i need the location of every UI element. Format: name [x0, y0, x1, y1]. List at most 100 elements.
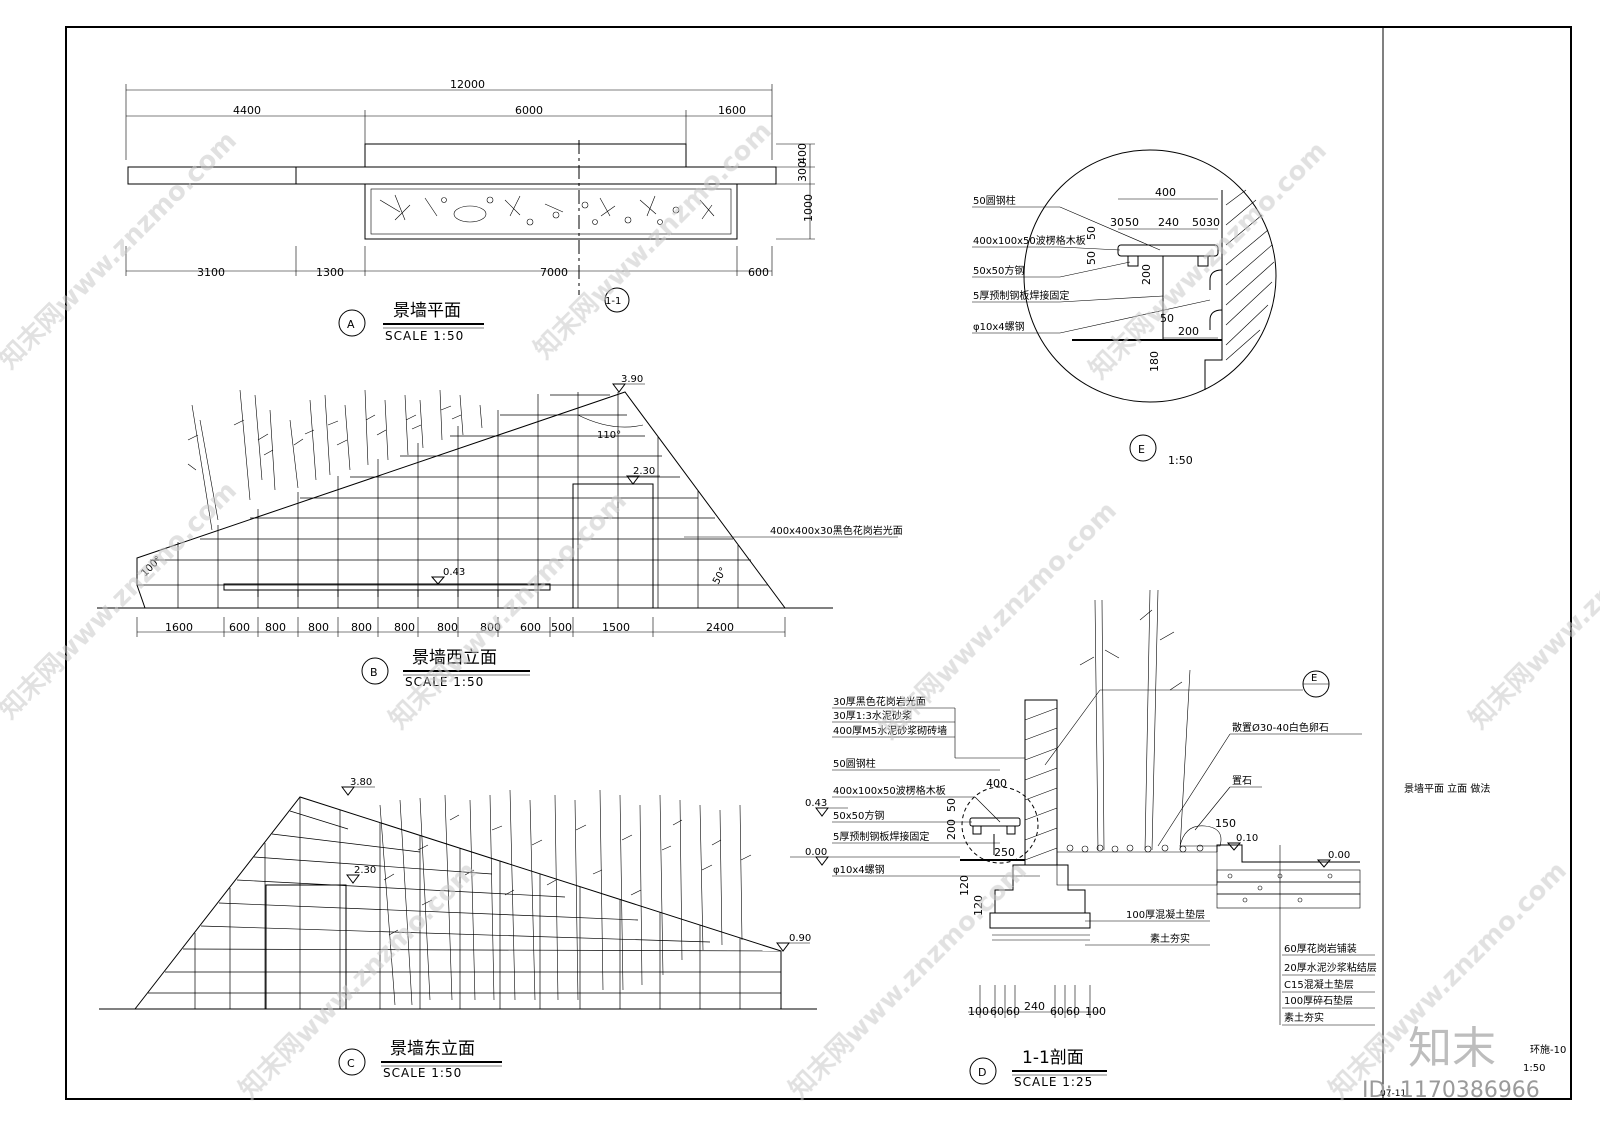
section-d-level: 0.00 [805, 847, 827, 858]
elevation-b-bamboo [187, 389, 483, 531]
plan-a-section-mark: 1-1 [605, 296, 621, 307]
section-d-pave-label: C15混凝土垫层 [1284, 978, 1354, 991]
section-d-left-label: 400x100x50波楞格木板 [833, 784, 946, 797]
watermark-brand: 知末 [1408, 1023, 1496, 1074]
elevation-b-dim: 600 [520, 621, 541, 634]
section-d-dim: 60 [1050, 1005, 1064, 1018]
detail-e-dim: 200 [1140, 264, 1153, 285]
section-d-dim: 120 [958, 875, 971, 896]
elevation-c-view: 3.80 2.30 0.90 C 景墙东立面 SCALE 1:50 [99, 777, 817, 1080]
section-d-dim: 50 [945, 798, 958, 812]
elevation-b-level: 2.30 [633, 466, 655, 477]
watermark-text: 知末网www.znzmo.com [0, 126, 243, 375]
watermark-text: 知末网www.znzmo.com [1084, 136, 1333, 385]
section-d-dim: 60 [1006, 1005, 1020, 1018]
plan-a-dim-bottom: 1300 [316, 266, 344, 279]
elevation-c-level: 0.90 [789, 933, 811, 944]
section-d-left-label: 5厚预制钢板焊接固定 [833, 830, 929, 843]
section-d-dim: 400 [986, 777, 1007, 790]
section-d-dim: 60 [1066, 1005, 1080, 1018]
elevation-b-dim: 600 [229, 621, 250, 634]
section-d-pave-label: 100厚碎石垫层 [1284, 994, 1353, 1007]
elevation-c-bamboo [379, 789, 752, 1006]
detail-e-dim: 50 [1085, 226, 1098, 240]
section-d-dim: 120 [972, 895, 985, 916]
watermark-text: 知末网www.znzmo.com [384, 486, 633, 735]
sheet-frame [65, 26, 1572, 1100]
section-d-level: 0.43 [805, 798, 827, 809]
plan-a-scale: SCALE 1:50 [385, 329, 464, 343]
detail-e-dim: 180 [1148, 351, 1161, 372]
elevation-b-level: 0.43 [443, 567, 465, 578]
section-d-bottom-label: 100厚混凝土垫层 [1126, 908, 1205, 921]
elevation-b-dim: 800 [394, 621, 415, 634]
watermark-text: 知末网www.znzmo.com [0, 476, 243, 725]
elevation-c-letter: C [347, 1057, 355, 1070]
watermark-id: ID: 1170386966 [1362, 1078, 1540, 1103]
section-d-dim: 250 [994, 846, 1015, 859]
plan-a-dim-bottom: 7000 [540, 266, 568, 279]
sheet-small-number: 07-11 [1380, 1089, 1406, 1099]
section-d-left-label: 400厚M5水泥砂浆砌砖墙 [833, 724, 947, 737]
detail-e-dim: 50 [1085, 251, 1098, 265]
section-d-e-ref: E [1311, 673, 1317, 684]
elevation-b-letter: B [370, 666, 378, 679]
watermark-text: 知末网www.znzmo.com [1464, 486, 1600, 735]
section-d-scale: SCALE 1:25 [1014, 1075, 1093, 1089]
section-d-dim: 150 [1215, 817, 1236, 830]
sheet-number: 环施-10 [1530, 1043, 1566, 1056]
plan-a-dim-right: 300 [796, 161, 809, 182]
section-d-right-label: 置石 [1232, 775, 1252, 787]
watermark-text: 知末网www.znzmo.com [529, 116, 778, 365]
plan-a-dim-top: 4400 [233, 104, 261, 117]
elevation-b-dim: 800 [437, 621, 458, 634]
detail-e-label: 5厚预制钢板焊接固定 [973, 289, 1069, 302]
elevation-c-scale: SCALE 1:50 [383, 1066, 462, 1080]
section-d-left-label: 30厚1:3水泥砂浆 [833, 709, 912, 722]
sheet-side-scale: 1:50 [1523, 1063, 1545, 1074]
title-block: 景墙平面 立面 做法 环施-10 1:50 07-11 [1380, 782, 1566, 1099]
detail-e-dim: 50 [1160, 312, 1174, 325]
section-d-right-label: 散置Ø30-40白色卵石 [1232, 721, 1329, 734]
watermark-layer: 知末网www.znzmo.com 知末网www.znzmo.com 知末网www… [0, 116, 1600, 1105]
elevation-b-title: 景墙西立面 [412, 648, 497, 668]
section-d-level: 0.00 [1328, 850, 1350, 861]
section-d-title: 1-1剖面 [1022, 1048, 1084, 1068]
elevation-c-level: 2.30 [354, 865, 376, 876]
section-d-pave-label: 60厚花岗岩铺装 [1284, 942, 1357, 955]
elevation-b-angle: 50° [711, 566, 729, 587]
plan-a-dim-total: 12000 [450, 78, 485, 91]
elevation-b-dim: 800 [480, 621, 501, 634]
detail-e-view: 400 30 50 240 50 30 50 50 200 50 200 180… [972, 149, 1277, 467]
section-d-dim: 200 [945, 819, 958, 840]
plan-a-dim-right: 400 [796, 143, 809, 164]
section-d-dim: 100 [1085, 1005, 1106, 1018]
elevation-b-dim: 2400 [706, 621, 734, 634]
section-d-pave-label: 20厚水泥沙浆粘结层 [1284, 961, 1377, 974]
detail-e-scale: 1:50 [1168, 454, 1193, 467]
plan-a-dim-bottom: 600 [748, 266, 769, 279]
elevation-b-dim: 800 [265, 621, 286, 634]
plan-a-title: 景墙平面 [393, 301, 461, 321]
elevation-b-dim: 1600 [165, 621, 193, 634]
detail-e-dim: 30 [1110, 216, 1124, 229]
plan-a-dim-top: 6000 [515, 104, 543, 117]
elevation-b-dim: 800 [308, 621, 329, 634]
detail-e-label: 50x50方钢 [973, 264, 1024, 277]
detail-e-label: φ10x4螺钢 [973, 320, 1025, 333]
section-d-pave-label: 素土夯实 [1284, 1011, 1324, 1024]
detail-e-dim: 400 [1155, 186, 1176, 199]
section-d-bottom-label: 素土夯实 [1150, 932, 1190, 945]
section-d-left-label: 50圆钢柱 [833, 757, 876, 770]
plan-a-dim-right: 1000 [802, 194, 815, 222]
watermark-text: 知末网www.znzmo.com [874, 496, 1123, 745]
section-d-dim: 100 [968, 1005, 989, 1018]
elevation-b-dim: 800 [351, 621, 372, 634]
section-d-left-label: 50x50方钢 [833, 809, 884, 822]
elevation-b-level: 3.90 [621, 374, 643, 385]
detail-e-label: 50圆钢柱 [973, 194, 1016, 207]
detail-e-dim: 50 [1192, 216, 1206, 229]
plan-a-view: 12000 4400 6000 1600 1-1 400 300 1000 [125, 78, 815, 343]
section-d-level: 0.10 [1236, 833, 1258, 844]
